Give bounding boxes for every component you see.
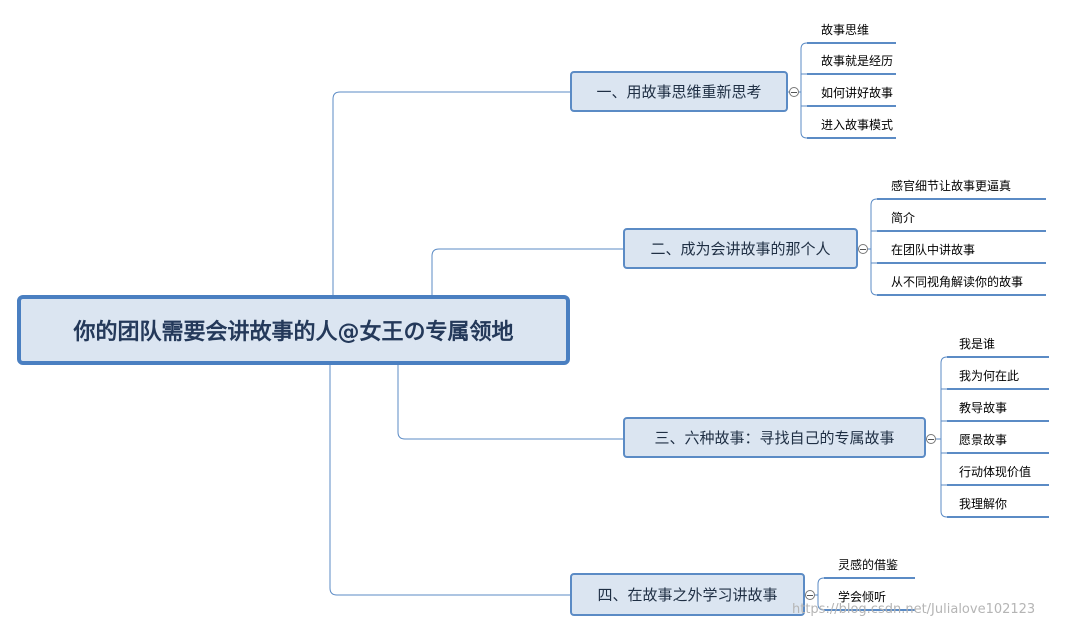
branch-topic-2[interactable]: 二、成为会讲故事的那个人 bbox=[623, 228, 858, 269]
watermark-text: https://blog.csdn.net/Julialove102123 bbox=[792, 602, 1036, 617]
branch-topic-3-label: 三、六种故事：寻找自己的专属故事 bbox=[654, 429, 895, 447]
branch-connector-4 bbox=[329, 365, 570, 596]
central-topic[interactable]: 你的团队需要会讲故事的人@女王の专属领地 bbox=[17, 295, 570, 365]
leaf-topic[interactable]: 我为何在此 bbox=[959, 369, 1020, 383]
collapse-toggle-icon[interactable] bbox=[805, 590, 815, 600]
leaf-topic[interactable]: 行动体现价值 bbox=[959, 465, 1032, 479]
leaf-topic[interactable]: 我是谁 bbox=[959, 337, 996, 351]
branch-topic-2-label: 二、成为会讲故事的那个人 bbox=[650, 240, 831, 258]
collapse-toggle-icon[interactable] bbox=[926, 434, 936, 444]
branch-topic-4-label: 四、在故事之外学习讲故事 bbox=[597, 586, 778, 604]
collapse-toggle-icon[interactable] bbox=[858, 244, 868, 254]
leaf-topic[interactable]: 愿景故事 bbox=[959, 433, 1008, 447]
leaf-topic[interactable]: 如何讲好故事 bbox=[821, 86, 894, 100]
leaf-topic[interactable]: 灵感的借鉴 bbox=[838, 558, 899, 572]
branch-topic-1-label: 一、用故事思维重新思考 bbox=[596, 83, 762, 101]
leaf-topic[interactable]: 进入故事模式 bbox=[821, 118, 894, 132]
leaf-topic[interactable]: 我理解你 bbox=[959, 497, 1008, 511]
branch-topic-1[interactable]: 一、用故事思维重新思考 bbox=[570, 71, 788, 112]
leaf-topic[interactable]: 感官细节让故事更逼真 bbox=[891, 179, 1012, 193]
leaf-topic[interactable]: 在团队中讲故事 bbox=[891, 243, 976, 257]
branch-topic-3[interactable]: 三、六种故事：寻找自己的专属故事 bbox=[623, 417, 926, 458]
branch-connector-2 bbox=[431, 248, 623, 295]
branch-topic-4[interactable]: 四、在故事之外学习讲故事 bbox=[570, 573, 805, 616]
branch-connector-3 bbox=[397, 365, 623, 440]
central-topic-label: 你的团队需要会讲故事的人@女王の专属领地 bbox=[73, 320, 514, 345]
leaf-topic[interactable]: 学会倾听 bbox=[838, 590, 887, 604]
leaf-topic[interactable]: 教导故事 bbox=[959, 401, 1008, 415]
leaf-topic[interactable]: 从不同视角解读你的故事 bbox=[891, 275, 1024, 289]
branch-connector-1 bbox=[332, 91, 570, 295]
collapse-toggle-icon[interactable] bbox=[789, 87, 799, 97]
leaf-topic[interactable]: 故事思维 bbox=[821, 23, 870, 37]
leaf-topic[interactable]: 简介 bbox=[891, 211, 916, 225]
leaf-topic[interactable]: 故事就是经历 bbox=[821, 54, 894, 68]
